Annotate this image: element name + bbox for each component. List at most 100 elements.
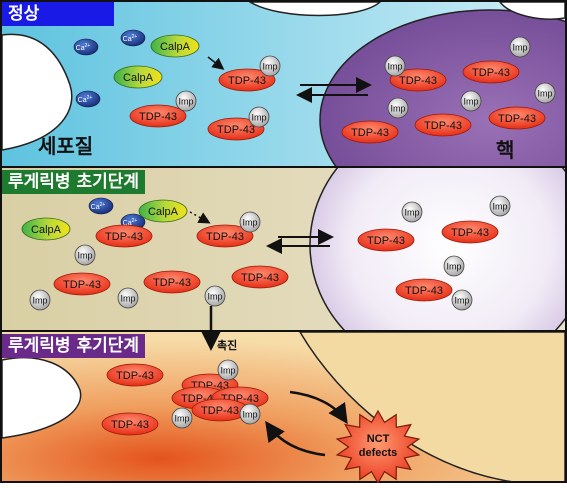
tdp43-protein: TDP-43 (95, 224, 153, 248)
tdp43-protein: TDP-43 (143, 270, 201, 294)
importin-protein: Imp (460, 90, 482, 112)
importin-label: Imp (242, 410, 257, 420)
tdp43-protein: TDP-43 (207, 117, 265, 141)
importin-label: Imp (512, 43, 527, 53)
calcium-label: Ca2+ (91, 202, 106, 211)
calpain-label: CalpA (160, 41, 191, 53)
calpain-label: CalpA (31, 224, 62, 236)
tdp43-label: TDP-43 (201, 405, 239, 417)
calpain-protein: CalpA (21, 217, 71, 241)
calpain-label: CalpA (148, 206, 179, 218)
importin-protein: Imp (509, 36, 531, 58)
tdp43-label: TDP-43 (399, 75, 437, 87)
tdp43-protein: TDP-43 (218, 68, 276, 92)
importin-protein: Imp (175, 90, 197, 112)
importin-label: Imp (463, 97, 478, 107)
tdp43-protein: TDP-43 (101, 412, 159, 436)
importin-protein: Imp (74, 244, 96, 266)
importin-label: Imp (174, 414, 189, 424)
tdp43-label: TDP-43 (367, 235, 405, 247)
tdp43-protein: TDP-43 (231, 265, 289, 289)
calpain-protein: CalpA (150, 34, 200, 58)
importin-label: Imp (390, 104, 405, 114)
tdp43-protein: TDP-43 (441, 220, 499, 244)
nct-label: NCT (367, 433, 390, 445)
importin-protein: Imp (204, 285, 226, 307)
importin-protein: Imp (117, 287, 139, 309)
tdp43-label: TDP-43 (116, 370, 154, 382)
calcium-ion: Ca2+ (120, 29, 146, 47)
cytoplasm-label: 세포질 (38, 134, 94, 158)
tdp43-label: TDP-43 (63, 279, 101, 291)
importin-label: Imp (242, 218, 257, 228)
tdp43-label: TDP-43 (451, 227, 489, 239)
importin-protein: Imp (451, 289, 473, 311)
importin-label: Imp (120, 294, 135, 304)
importin-label: Imp (404, 208, 419, 218)
activation-arrow (189, 211, 211, 224)
curved-arrow (265, 420, 326, 457)
tdp43-protein: TDP-43 (53, 272, 111, 296)
activation-arrow (207, 56, 225, 70)
importin-protein: Imp (534, 82, 556, 104)
nct-defects-burst: NCT defects (335, 409, 421, 485)
importin-protein: Imp (29, 289, 51, 311)
calpain-protein: CalpA (138, 199, 188, 223)
importin-label: Imp (537, 89, 552, 99)
importin-label: Imp (251, 113, 266, 123)
tdp43-label: TDP-43 (498, 113, 536, 125)
tdp43-label: TDP-43 (405, 285, 443, 297)
importin-protein: Imp (171, 407, 193, 429)
importin-label: Imp (262, 62, 277, 72)
calcium-label: Ca2+ (123, 218, 138, 227)
tdp43-protein: TDP-43 (462, 60, 520, 84)
cell-body (2, 33, 73, 151)
tdp43-label: TDP-43 (139, 111, 177, 123)
importin-protein: Imp (489, 195, 511, 217)
tdp43-label: TDP-43 (351, 127, 389, 139)
tdp43-label: TDP-43 (111, 419, 149, 431)
panel-title-normal: 정상 (2, 2, 114, 26)
tdp43-label: TDP-43 (424, 120, 462, 132)
promotion-label: 촉진 (217, 339, 238, 352)
calcium-ion: Ca2+ (73, 38, 99, 56)
importin-label: Imp (446, 262, 461, 272)
importin-protein: Imp (217, 359, 239, 381)
tdp43-label: TDP-43 (206, 231, 244, 243)
importin-protein: Imp (384, 55, 406, 77)
tdp43-protein: TDP-43 (196, 224, 254, 248)
importin-label: Imp (492, 202, 507, 212)
defects-label: defects (359, 447, 398, 459)
importin-label: Imp (77, 251, 92, 261)
importin-protein: Imp (248, 106, 270, 128)
tdp43-label: TDP-43 (241, 272, 279, 284)
importin-label: Imp (387, 62, 402, 72)
panel-early (2, 168, 565, 330)
importin-protein: Imp (239, 211, 261, 233)
cell-body (2, 356, 82, 439)
calcium-ion: Ca2+ (75, 90, 101, 108)
nucleus-label: 핵 (496, 138, 515, 162)
importin-label: Imp (207, 292, 222, 302)
tdp43-protein: TDP-43 (341, 120, 399, 144)
importin-protein: Imp (401, 201, 423, 223)
tdp43-protein: TDP-43 (389, 68, 447, 92)
tdp43-protein: TDP-43 (129, 104, 187, 128)
calcium-label: Ca2+ (123, 34, 138, 43)
tdp43-label: TDP-43 (153, 277, 191, 289)
importin-protein: Imp (239, 403, 261, 425)
importin-label: Imp (32, 296, 47, 306)
importin-protein: Imp (443, 255, 465, 277)
importin-protein: Imp (259, 55, 281, 77)
calpain-label: CalpA (123, 72, 154, 84)
importin-label: Imp (220, 366, 235, 376)
importin-label: Imp (454, 296, 469, 306)
importin-label: Imp (178, 97, 193, 107)
tdp43-protein: TDP-43 (191, 398, 249, 422)
tdp43-protein: TDP-43 (106, 363, 164, 387)
panel-title-early: 루게릭병 초기단계 (2, 170, 146, 194)
calcium-label: Ca2+ (76, 43, 91, 52)
